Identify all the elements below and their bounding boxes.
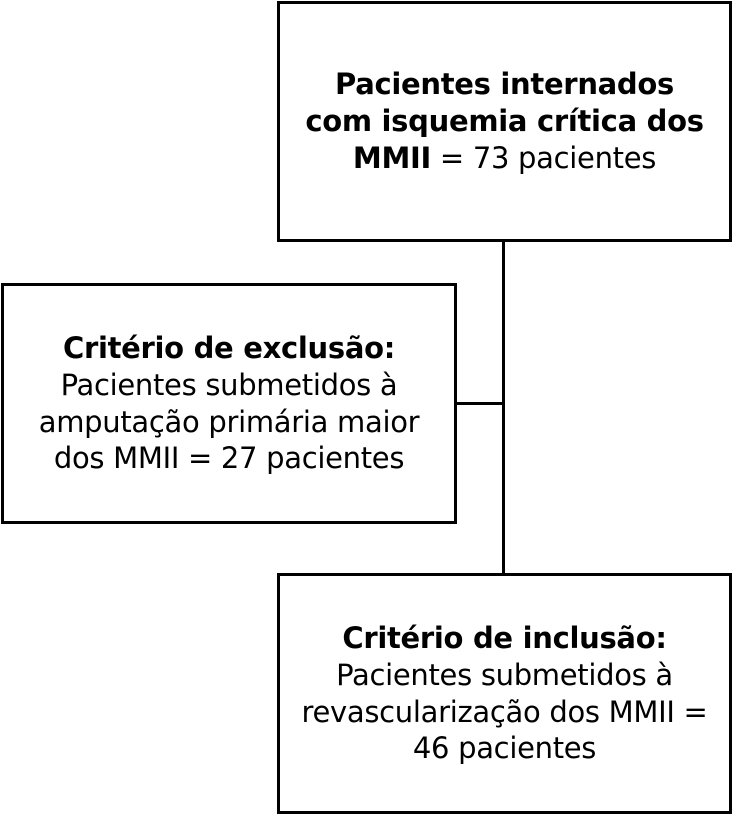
inclusion-criteria-heading: Critério de inclusão: bbox=[342, 620, 667, 655]
inclusion-criteria-box: Critério de inclusão: Pacientes submetid… bbox=[277, 573, 732, 814]
connector-vertical bbox=[502, 242, 505, 573]
exclusion-criteria-text: Critério de exclusão: Pacientes submetid… bbox=[4, 330, 454, 477]
total-patients-count: = 73 pacientes bbox=[431, 140, 657, 175]
total-patients-text: Pacientes internados com isquemia crític… bbox=[280, 66, 729, 176]
connector-horizontal bbox=[457, 402, 504, 405]
exclusion-criteria-body: Pacientes submetidos à amputação primári… bbox=[38, 367, 420, 476]
total-patients-label: Pacientes internados com isquemia crític… bbox=[305, 67, 704, 175]
inclusion-criteria-text: Critério de inclusão: Pacientes submetid… bbox=[280, 620, 729, 767]
inclusion-criteria-body: Pacientes submetidos à revascularização … bbox=[301, 657, 708, 766]
exclusion-criteria-heading: Critério de exclusão: bbox=[62, 330, 396, 365]
exclusion-criteria-box: Critério de exclusão: Pacientes submetid… bbox=[1, 283, 457, 524]
total-patients-box: Pacientes internados com isquemia crític… bbox=[277, 1, 732, 242]
